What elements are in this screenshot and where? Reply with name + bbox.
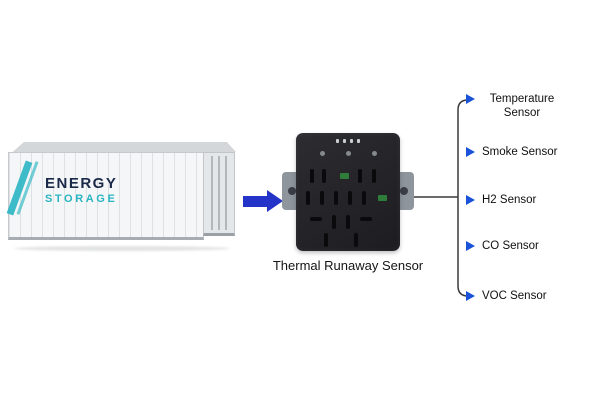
sensor-item-smoke: Smoke Sensor (466, 145, 557, 159)
sensor-label: Smoke Sensor (482, 146, 558, 158)
thermal-sensor-device (296, 133, 400, 251)
vent-slot (348, 191, 352, 205)
sensor-arrow-icon (466, 241, 475, 251)
container-brand-energy: ENERGY (45, 175, 118, 192)
flow-arrow-icon (243, 190, 283, 212)
sensor-label: Temperature Sensor (489, 93, 555, 120)
device-marking (343, 139, 346, 143)
screw-dot (346, 151, 351, 156)
device-marking (357, 139, 360, 143)
vent-slot (354, 233, 358, 247)
sensor-label: H2 Sensor (482, 194, 537, 206)
vent-slot (360, 217, 372, 221)
vent-slot (362, 191, 366, 205)
green-led (340, 173, 349, 179)
screw-dot (320, 151, 325, 156)
device-caption: Thermal Runaway Sensor (272, 258, 424, 273)
door-lock-bar (217, 156, 220, 230)
container-shadow (14, 246, 230, 251)
sensor-arrow-icon (466, 147, 475, 157)
vent-slot (346, 215, 350, 229)
sensor-label: VOC Sensor (482, 290, 547, 302)
vent-slot (306, 191, 310, 205)
mounting-hole (288, 187, 296, 195)
sensor-item-h2: H2 Sensor (466, 193, 536, 207)
door-lock-bar (210, 156, 213, 230)
bracket-connector (411, 99, 469, 297)
container-brand-storage: STORAGE (45, 193, 118, 205)
energy-storage-container: ENERGY STORAGE (6, 142, 236, 251)
vent-slot (310, 217, 322, 221)
vent-slot (320, 191, 324, 205)
sensor-arrow-icon (466, 291, 475, 301)
sensor-item-voc: VOC Sensor (466, 289, 547, 303)
vent-slot (334, 191, 338, 205)
vent-slot (322, 169, 326, 183)
flow-arrow-shaft (243, 195, 267, 207)
screw-dot (372, 151, 377, 156)
container-brand: ENERGY STORAGE (45, 175, 117, 205)
sensor-label: CO Sensor (482, 240, 539, 252)
door-lock-bar (225, 156, 228, 230)
mounting-hole (400, 187, 408, 195)
vent-slot (332, 215, 336, 229)
sensor-arrow-icon (466, 195, 475, 205)
vent-slot (310, 169, 314, 183)
vent-slot (372, 169, 376, 183)
vent-slot (358, 169, 362, 183)
device-marking (350, 139, 353, 143)
vent-slot (324, 233, 328, 247)
container-door-face (203, 152, 235, 236)
sensor-item-temperature: Temperature Sensor (466, 92, 562, 121)
device-marking (336, 139, 339, 143)
container-top-face (12, 142, 236, 152)
sensor-arrow-icon (466, 94, 475, 104)
container-side-face: ENERGY STORAGE (6, 152, 204, 240)
sensor-item-co: CO Sensor (466, 239, 539, 253)
flow-arrow-head (267, 190, 283, 212)
green-led (378, 195, 387, 201)
